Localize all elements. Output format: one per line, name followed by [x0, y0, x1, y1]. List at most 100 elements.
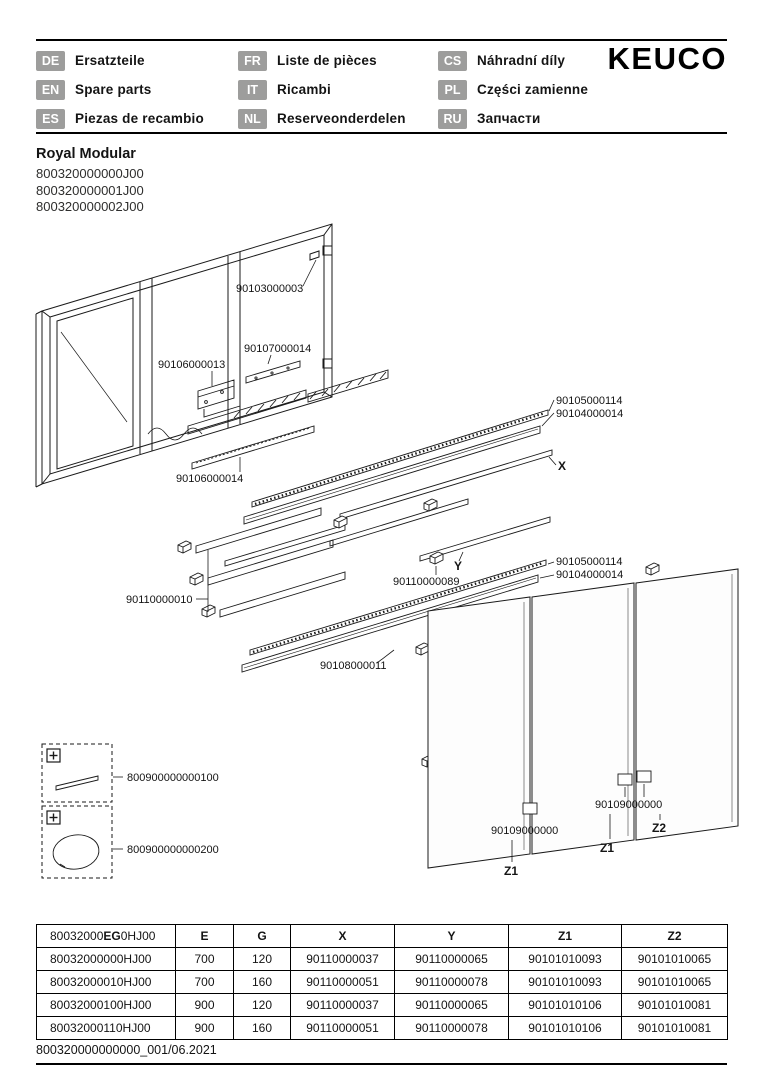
shelf-clip-icon	[177, 540, 192, 554]
part-bottom-panel	[191, 425, 315, 470]
col-header-y: Y	[394, 924, 509, 948]
part-light-insert	[245, 360, 301, 384]
cell-z1: 90101010093	[508, 970, 622, 994]
lang-label-pl: Części zamienne	[477, 82, 589, 97]
label-marker-z1-left: Z1	[504, 864, 518, 878]
door-pad	[636, 770, 652, 783]
col-header-model: 80032000EG0HJ00	[36, 924, 176, 948]
model-suffix: 0HJ00	[120, 929, 156, 943]
label-marker-y: Y	[454, 559, 462, 573]
label-cabinet-hinge: 90103000003	[236, 283, 303, 295]
leader-led-top-2	[541, 412, 555, 427]
top-rule	[36, 39, 727, 41]
leader-marker-x	[548, 456, 557, 466]
lang-badge-en: EN	[36, 79, 65, 100]
cell-x: 90110000037	[290, 993, 395, 1017]
product-variant: 800320000001J00	[36, 182, 144, 198]
keuco-logo: KEUCO	[607, 41, 727, 76]
label-led-strip-bottom-1: 90105000114	[556, 556, 622, 568]
lang-row-cs: CS Náhradní díly	[438, 46, 638, 75]
lang-badge-nl: NL	[238, 108, 267, 129]
cell-y: 90110000078	[394, 1016, 509, 1040]
cell-g: 120	[233, 993, 291, 1017]
label-led-strip-top-1: 90105000114	[556, 395, 622, 407]
label-door-pad-right: 90109000000	[595, 799, 662, 811]
lang-row-nl: NL Reserveonderdelen	[238, 104, 438, 133]
product-variant: 800320000002J00	[36, 199, 144, 214]
cell-x: 90110000051	[290, 970, 395, 994]
lang-label-nl: Reserveonderdelen	[277, 111, 406, 126]
cell-y: 90110000065	[394, 947, 509, 971]
label-led-strip-bottom-2: 90104000014	[556, 569, 623, 581]
lang-label-en: Spare parts	[75, 82, 152, 97]
lang-badge-ru: RU	[438, 108, 467, 129]
cell-y: 90110000065	[394, 993, 509, 1017]
leader-led-bottom-1	[547, 561, 555, 565]
col-header-x: X	[290, 924, 395, 948]
label-marker-z1-right: Z1	[600, 841, 614, 855]
label-accessory-2: 800900000000200	[127, 844, 219, 856]
mirror-doors	[427, 568, 739, 869]
label-led-strip-top-2: 90104000014	[556, 408, 623, 420]
product-name: Royal Modular	[36, 146, 136, 162]
cell-g: 160	[233, 1016, 291, 1040]
leader-light-insert	[267, 354, 272, 365]
col-header-z1: Z1	[508, 924, 622, 948]
clip-icon	[429, 551, 444, 565]
door-pad	[522, 802, 538, 815]
table-row: 80032000000HJ00 700 120 90110000037 9011…	[36, 947, 728, 971]
label-accessory-1: 800900000000100	[127, 772, 219, 784]
col-header-z2: Z2	[621, 924, 728, 948]
cabinet-bottom-strip	[187, 369, 389, 435]
cell-e: 700	[175, 970, 234, 994]
model-prefix: 80032000	[50, 929, 104, 943]
door-pad	[617, 773, 633, 786]
cell-e: 900	[175, 993, 234, 1017]
lang-label-cs: Náhradní díly	[477, 53, 566, 68]
language-header: DE Ersatzteile FR Liste de pièces CS Náh…	[36, 46, 638, 133]
cell-x: 90110000037	[290, 947, 395, 971]
glass-shelves-left	[195, 507, 346, 618]
label-light-insert: 90107000014	[244, 343, 311, 355]
col-header-e: E	[175, 924, 234, 948]
label-bottom-panel: 90106000014	[176, 473, 243, 485]
cell-e: 900	[175, 1016, 234, 1040]
label-marker-x: X	[558, 459, 566, 473]
label-glass-shelf: 90110000010	[126, 594, 192, 606]
cell-x: 90110000051	[290, 1016, 395, 1040]
cell-model: 80032000110HJ00	[36, 1016, 176, 1040]
lang-badge-fr: FR	[238, 50, 267, 71]
accessory-box-2	[41, 805, 113, 879]
lang-row-it: IT Ricambi	[238, 75, 438, 104]
led-strip-bottom	[241, 559, 547, 673]
shelf-clip-icon	[189, 572, 204, 586]
leader-led-profile	[376, 649, 395, 664]
lang-label-de: Ersatzteile	[75, 53, 145, 68]
table-header-row: 80032000EG0HJ00 E G X Y Z1 Z2	[36, 924, 728, 948]
cell-z1: 90101010106	[508, 993, 622, 1017]
leader-led-bottom-2	[539, 574, 555, 579]
leader-marker-y	[458, 551, 464, 562]
part-drive-unit	[197, 379, 241, 418]
lang-row-de: DE Ersatzteile	[36, 46, 238, 75]
variant-table: 80032000EG0HJ00 E G X Y Z1 Z2 8003200000…	[36, 924, 728, 1040]
table-row: 80032000010HJ00 700 160 90110000051 9011…	[36, 970, 728, 994]
cell-model: 80032000100HJ00	[36, 993, 176, 1017]
lang-label-it: Ricambi	[277, 82, 331, 97]
exploded-diagram: 90107000014 90106000013 90103000003 9010…	[35, 223, 739, 879]
plus-icon	[46, 810, 61, 825]
shelf-clip-icon	[201, 604, 216, 618]
label-drive-unit: 90106000013	[158, 359, 225, 371]
table-row: 80032000110HJ00 900 160 90110000051 9011…	[36, 1016, 728, 1040]
leader-led-top-1	[548, 399, 555, 412]
header-rule	[36, 132, 727, 134]
product-block: Royal Modular 800320000000J00 8003200000…	[36, 146, 144, 216]
table-row: 80032000100HJ00 900 120 90110000037 9011…	[36, 993, 728, 1017]
plus-icon	[46, 748, 61, 763]
cell-model: 80032000000HJ00	[36, 947, 176, 971]
cell-z2: 90101010065	[621, 947, 728, 971]
lang-row-fr: FR Liste de pièces	[238, 46, 438, 75]
lang-label-ru: Запчасти	[477, 111, 541, 126]
cell-z1: 90101010106	[508, 1016, 622, 1040]
